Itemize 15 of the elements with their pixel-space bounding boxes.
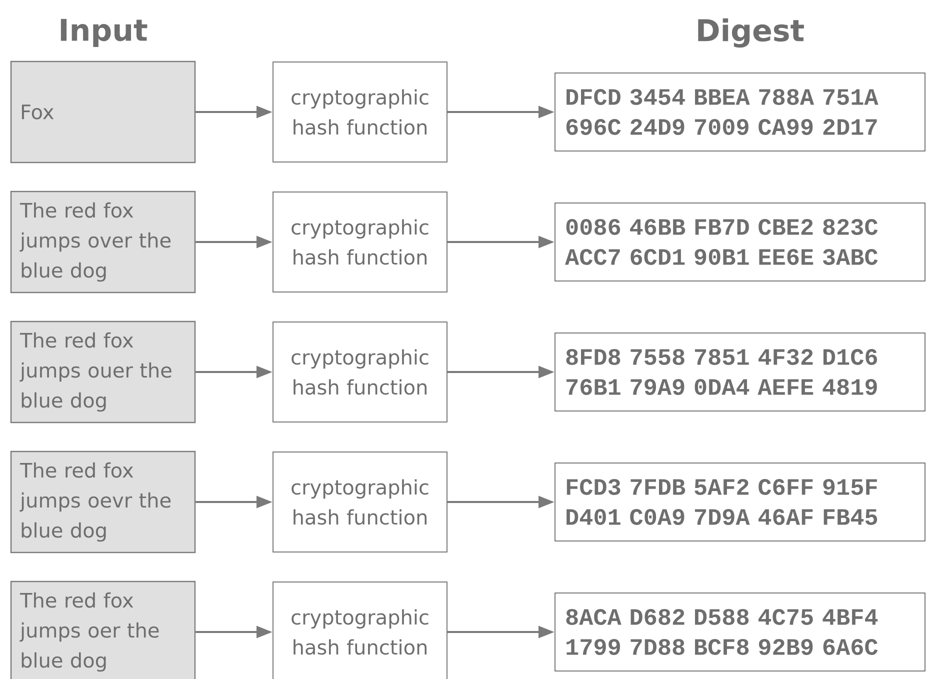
- hash-function-box: cryptographic hash function: [272, 582, 448, 679]
- input-box: The red fox jumps ouer the blue dog: [10, 320, 196, 424]
- input-box: The red fox jumps oer the blue dog: [10, 580, 196, 679]
- digest-box: FCD3 7FDB 5AF2 C6FF 915F D401 C0A9 7D9A 46AF FB45: [554, 462, 926, 542]
- digest-box: 0086 46BB FB7D CBE2 823C ACC7 6CD1 90B1 EE6E 3ABC: [554, 202, 926, 282]
- hash-function-box: cryptographic hash function: [272, 452, 448, 552]
- hash-function-box: cryptographic hash function: [272, 322, 448, 422]
- hash-function-box: cryptographic hash function: [272, 62, 448, 162]
- input-box: The red fox jumps over the blue dog: [10, 190, 196, 294]
- digest-box: 8ACA D682 D588 4C75 4BF4 1799 7D88 BCF8 92B9 6A6C: [554, 592, 926, 672]
- digest-box: 8FD8 7558 7851 4F32 D1C6 76B1 79A9 0DA4 AEFE 4819: [554, 332, 926, 412]
- input-box: The red fox jumps oevr the blue dog: [10, 450, 196, 554]
- hash-function-box: cryptographic hash function: [272, 192, 448, 292]
- digest-box: DFCD 3454 BBEA 788A 751A 696C 24D9 7009 CA99 2D17: [554, 72, 926, 152]
- input-box: Fox: [10, 60, 196, 164]
